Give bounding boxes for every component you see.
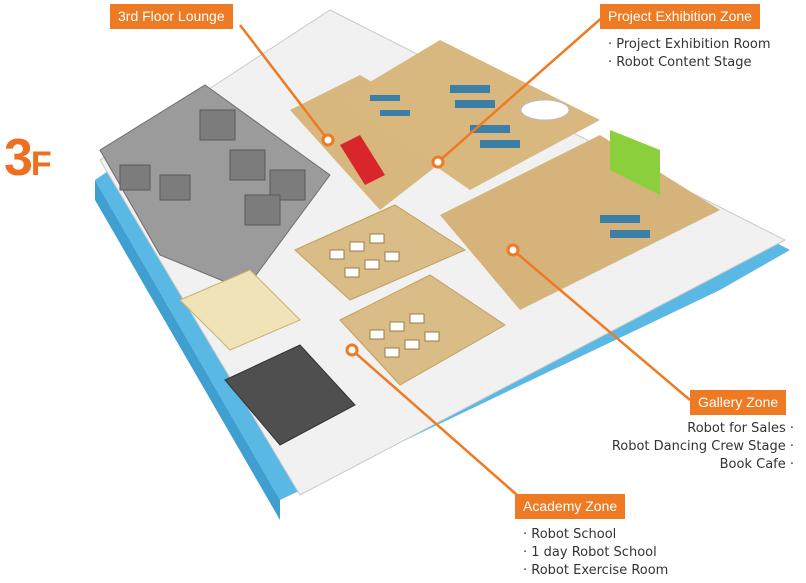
classroom-lower <box>339 274 506 386</box>
service-rooms <box>119 109 306 226</box>
gallery-item: Robot for Sales · <box>687 421 794 436</box>
floor-label: 3F <box>4 129 52 187</box>
exhibition-floor <box>340 40 600 190</box>
green-wall <box>610 130 660 195</box>
gallery-tag: Gallery Zone <box>690 390 787 415</box>
exhibition-item: · Project Exhibition Room <box>608 37 771 52</box>
exhibition-item: · Robot Content Stage <box>608 55 752 70</box>
academy-items: · Robot School · 1 day Robot School · Ro… <box>523 526 668 580</box>
gallery-item: Book Cafe · <box>719 457 794 472</box>
content-stage <box>520 99 570 121</box>
yellow-lab-room <box>179 269 301 351</box>
lounge-dot <box>321 133 335 147</box>
floor-number: 3 <box>4 129 33 187</box>
lounge-tag: 3rd Floor Lounge <box>110 4 233 29</box>
exhibition-tag: Project Exhibition Zone <box>600 4 760 29</box>
floor-base-side <box>95 180 280 520</box>
academy-item: · Robot Exercise Room <box>523 563 669 578</box>
academy-item: · 1 day Robot School <box>523 545 657 560</box>
classroom-desks <box>329 233 440 358</box>
lounge-leader <box>239 24 329 141</box>
exhibition-items: · Project Exhibition Room · Robot Conten… <box>608 36 771 72</box>
academy-leader <box>351 349 526 503</box>
gallery-dot <box>506 243 520 257</box>
service-core <box>99 84 331 291</box>
academy-tag: Academy Zone <box>515 494 626 519</box>
floor-letter: F <box>30 145 52 183</box>
dark-lab-room <box>224 344 356 446</box>
gallery-items: Robot for Sales · Robot Dancing Crew Sta… <box>612 420 794 474</box>
exhibition-dot <box>431 155 445 169</box>
gallery-item: Robot Dancing Crew Stage · <box>611 439 794 454</box>
academy-item: · Robot School <box>523 527 617 542</box>
academy-dot <box>345 343 359 357</box>
lounge-floor <box>290 75 470 210</box>
exhibition-leader <box>437 14 606 163</box>
callout-lines <box>239 14 691 503</box>
lounge-sofa <box>340 135 385 185</box>
classroom-upper <box>294 204 467 301</box>
gallery-leader <box>512 249 691 401</box>
callout-dots <box>321 133 520 357</box>
seating <box>370 85 650 238</box>
